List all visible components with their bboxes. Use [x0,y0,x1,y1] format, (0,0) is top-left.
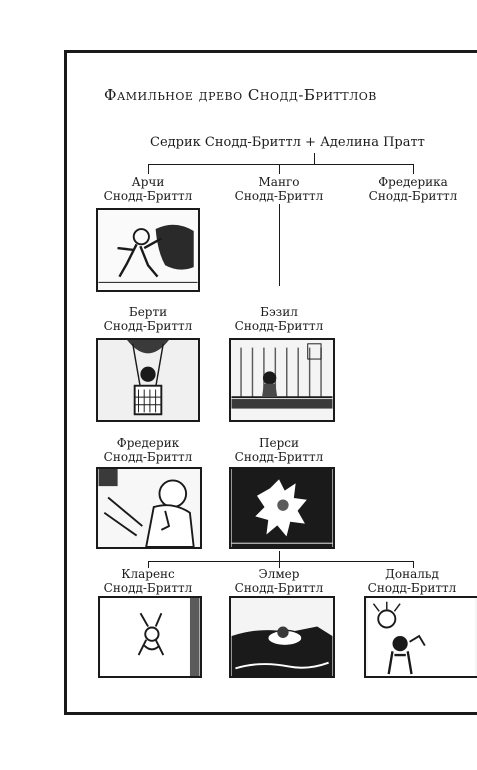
person-donald: Дональд Снодд-Бриттл [352,567,472,595]
first-name: Фредерика [378,175,448,189]
portrait-bertie [96,338,200,422]
last-name: Снодд-Бриттл [103,450,193,464]
first-name: Берти [128,305,168,319]
portrait-frederick [96,467,202,549]
last-name: Снодд-Бриттл [103,189,193,203]
illustration-bathtub-icon [231,598,333,676]
person-bertie: Берти Снодд-Бриттл [88,305,208,333]
illustration-explosion-icon [231,469,333,547]
gen1-drop-frederika [413,164,414,174]
first-name: Арчи [131,175,165,189]
page-frame-top [64,50,477,53]
first-name: Фредерик [116,436,180,450]
gen1-bar [148,164,413,165]
person-mango: Манго Снодд-Бриттл [219,175,339,203]
illustration-falling-man-icon [100,598,200,676]
root-stem [314,153,315,164]
first-name: Дональд [385,567,439,581]
gen4-stem [279,551,280,561]
person-elmer: Элмер Снодд-Бриттл [219,567,339,595]
illustration-balloon-icon [98,340,198,420]
mango-to-basil-line [279,204,280,286]
person-frederika: Фредерика Снодд-Бриттл [353,175,473,203]
last-name: Снодд-Бриттл [103,581,193,595]
person-archie: Арчи Снодд-Бриттл [88,175,208,203]
last-name: Снодд-Бриттл [367,581,457,595]
gen4-bar [148,561,413,562]
gen1-drop-mango [279,164,280,174]
last-name: Снодд-Бриттл [234,450,324,464]
first-name: Элмер [258,567,300,581]
person-basil: Бэзил Снодд-Бриттл [219,305,339,333]
illustration-gentleman-icon [98,469,200,547]
portrait-clarence [98,596,202,678]
last-name: Снодд-Бриттл [368,189,458,203]
first-name: Перси [259,436,299,450]
last-name: Снодд-Бриттл [234,319,324,333]
portrait-basil [229,338,335,422]
portrait-archie [96,208,200,292]
last-name: Снодд-Бриттл [103,319,193,333]
person-frederick: Фредерик Снодд-Бриттл [88,436,208,464]
page-frame-bottom [64,712,477,715]
gen4-drop-elmer [279,561,280,568]
portrait-donald [364,596,477,678]
portrait-percy [229,467,335,549]
first-name: Кларенс [121,567,175,581]
last-name: Снодд-Бриттл [234,189,324,203]
illustration-boxer-icon [98,210,198,290]
gen4-drop-clarence [148,561,149,568]
person-clarence: Кларенс Снодд-Бриттл [88,567,208,595]
first-name: Манго [258,175,300,189]
page-title: Фамильное древо Снодд-Бриттлов [104,86,377,104]
page-frame-left [64,50,67,715]
gen4-drop-donald [413,561,414,568]
portrait-elmer [229,596,335,678]
person-percy: Перси Снодд-Бриттл [219,436,339,464]
illustration-startled-man-icon [367,598,476,676]
root-couple: Седрик Снодд-Бриттл + Аделина Пратт [150,135,425,150]
illustration-cage-icon [231,340,333,420]
gen1-drop-archie [148,164,149,174]
last-name: Снодд-Бриттл [234,581,324,595]
first-name: Бэзил [260,305,298,319]
